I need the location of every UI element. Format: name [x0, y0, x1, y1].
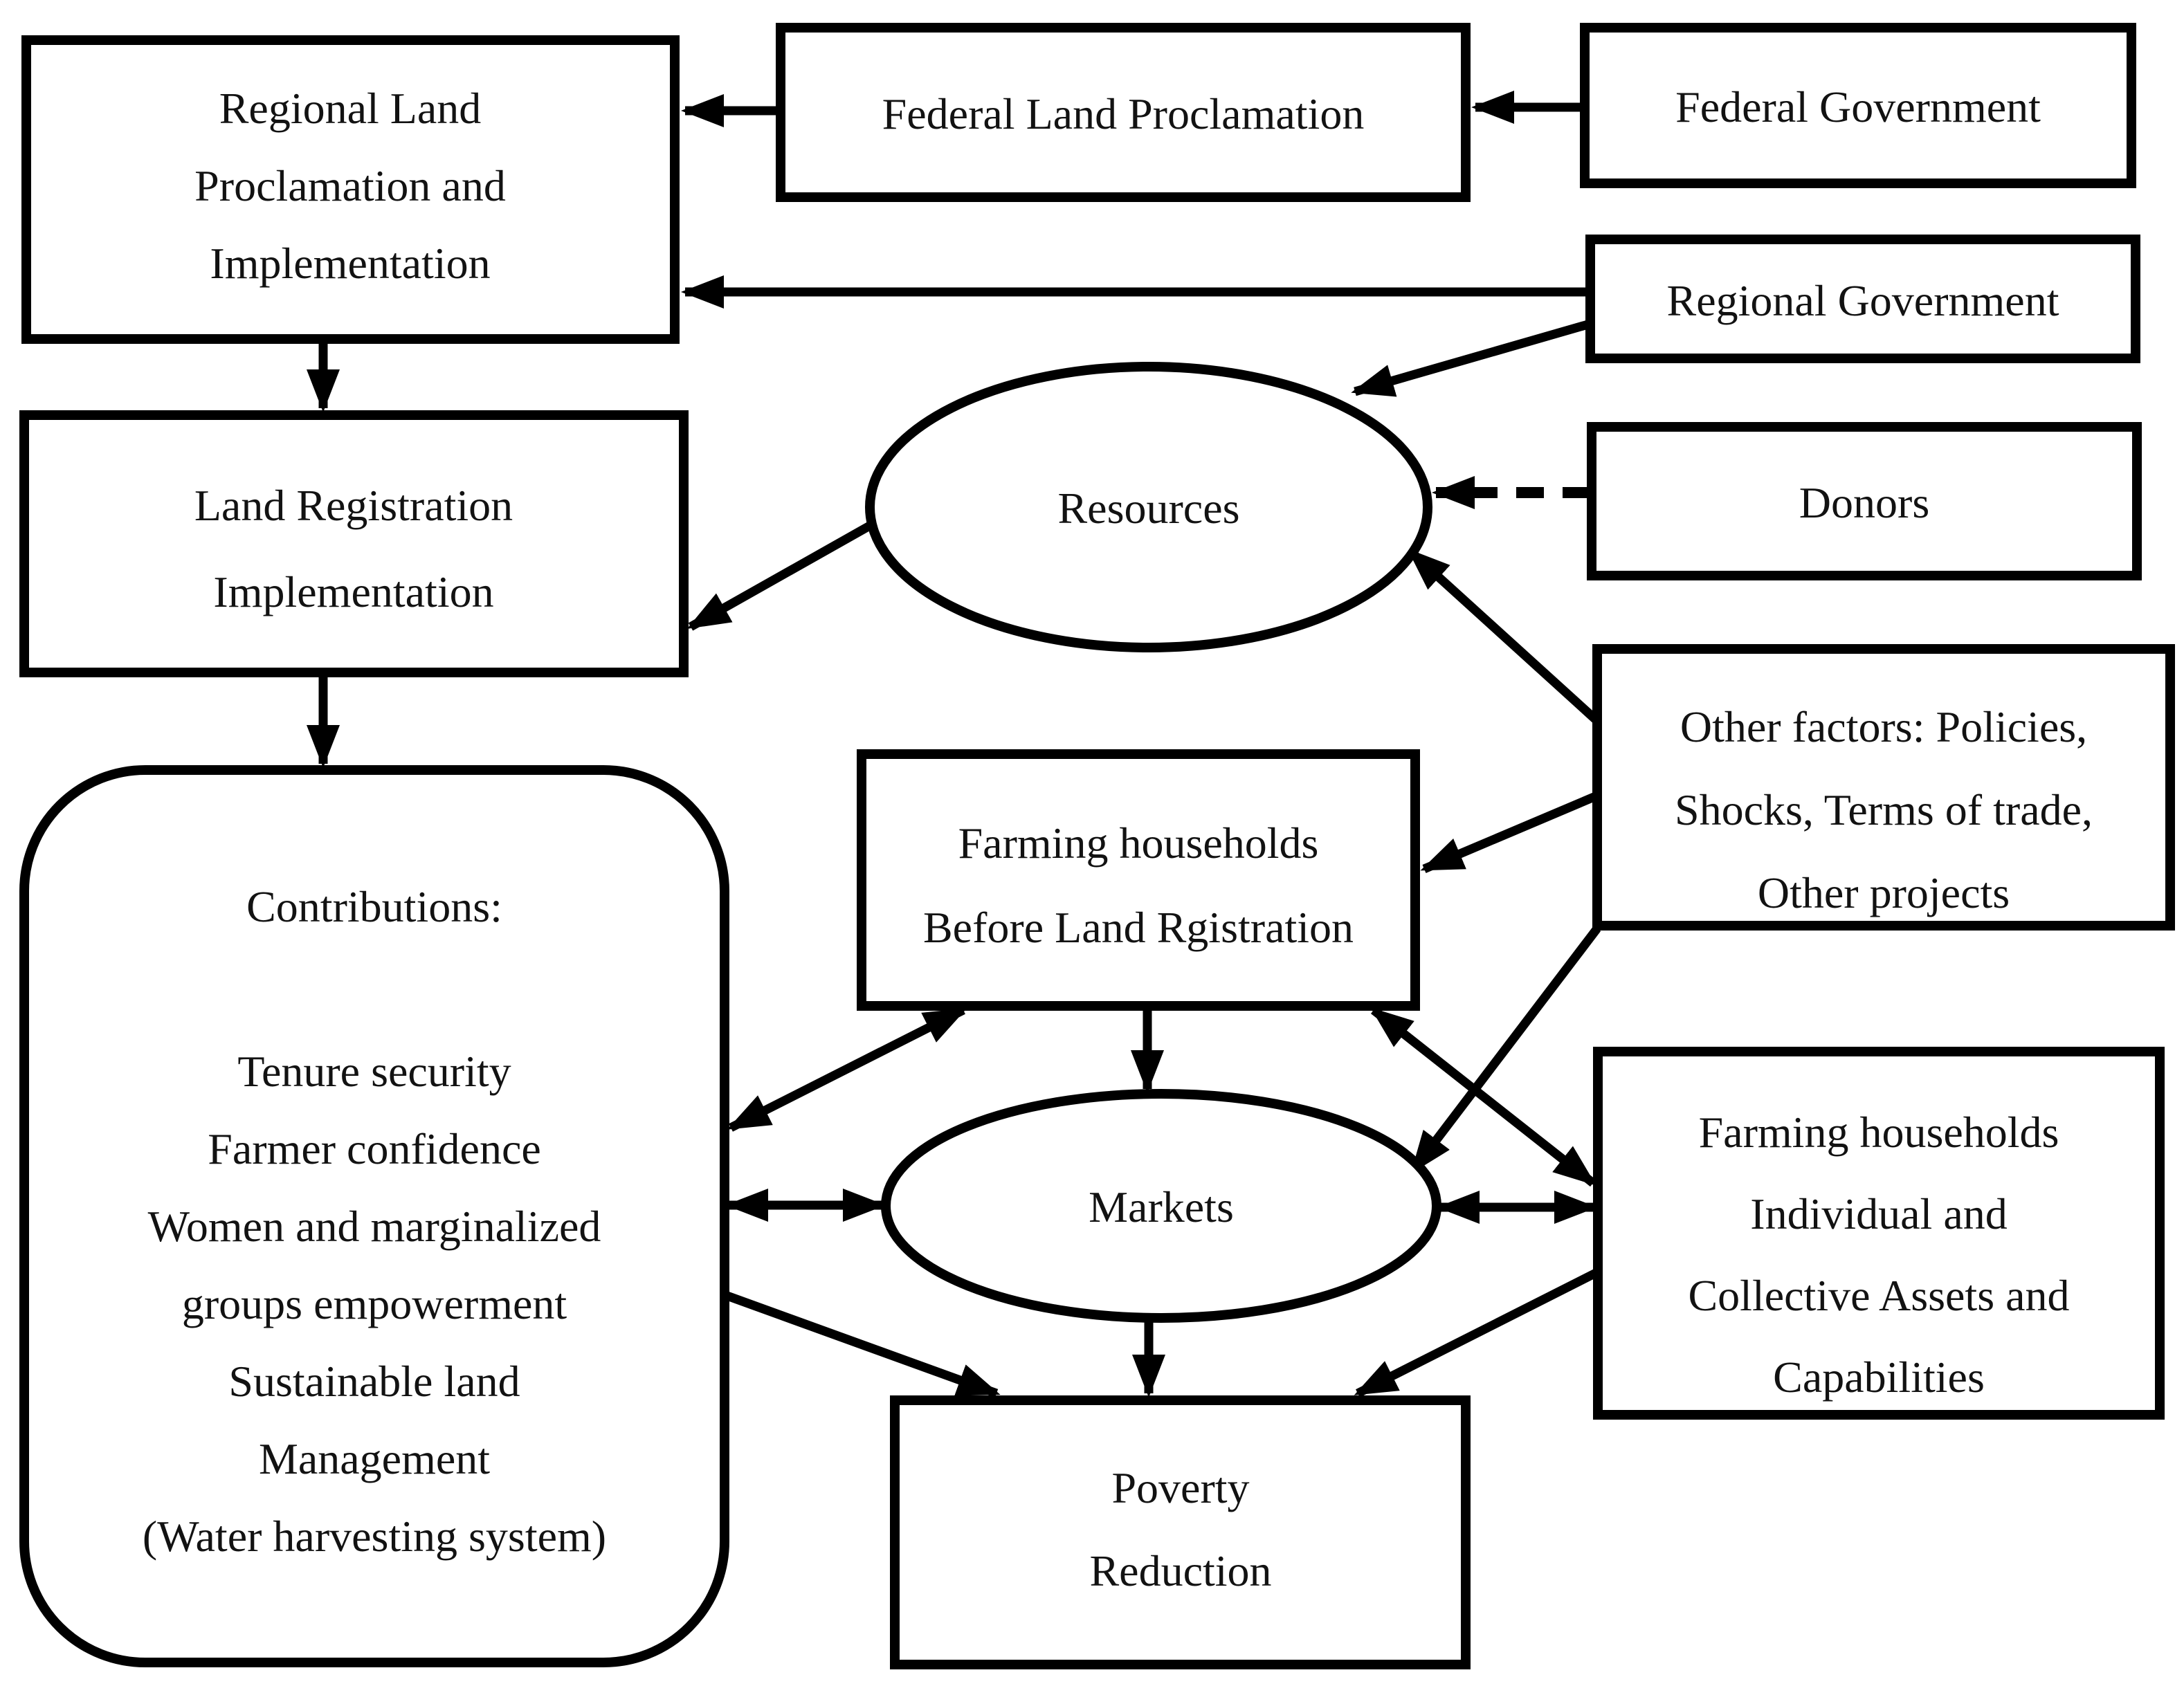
arrow-contributions-households-before [727, 1006, 967, 1132]
regional-land-proclamation-box [21, 35, 680, 344]
regional-government-box [1585, 235, 2140, 363]
households-individual-label: Individual and [1750, 1189, 2007, 1238]
node-federal-land-proclamation: Federal Land Proclamation [776, 23, 1471, 202]
node-donors: Donors [1587, 422, 2142, 580]
poverty-reduction-label: Poverty [1111, 1463, 1249, 1512]
regional-land-proclamation-label: Implementation [210, 239, 490, 288]
node-regional-land-proclamation: Regional Land Proclamation and Implement… [21, 35, 680, 344]
other-factors-label: Shocks, Terms of trade, [1675, 785, 2093, 834]
federal-government-box [1580, 23, 2136, 188]
arrow-resources-to-land-registration [686, 520, 876, 631]
households-individual-box [1593, 1047, 2165, 1420]
contributions-item: Management [259, 1434, 490, 1483]
arrow-other-factors-to-households-before [1420, 791, 1599, 873]
contributions-item: Tenure security [237, 1047, 511, 1096]
federal-government-label: Federal Government [1675, 82, 2041, 131]
contributions-item: (Water harvesting system) [143, 1512, 606, 1561]
arrow-households-before-households-individual [1370, 1006, 1596, 1187]
land-registration-label: Implementation [213, 567, 493, 616]
contributions-title: Contributions: [246, 882, 502, 931]
households-before-label: Farming households [958, 818, 1319, 868]
donors-box [1587, 422, 2142, 580]
markets-ellipse [881, 1089, 1441, 1323]
households-individual-label: Collective Assets and [1688, 1271, 2069, 1320]
federal-land-proclamation-box [776, 23, 1471, 202]
households-before-box [857, 749, 1420, 1011]
land-registration-box [19, 410, 689, 677]
donors-label: Donors [1799, 478, 1929, 527]
node-markets: Markets [881, 1089, 1441, 1323]
regional-land-proclamation-label: Regional Land [219, 84, 482, 133]
households-individual-label: Capabilities [1773, 1353, 1985, 1402]
node-federal-government: Federal Government [1580, 23, 2136, 188]
households-individual-label: Farming households [1699, 1108, 2059, 1157]
node-contributions: Contributions: Tenure security Farmer co… [19, 765, 729, 1667]
other-factors-label: Other projects [1758, 868, 2010, 917]
poverty-reduction-label: Reduction [1089, 1546, 1271, 1595]
node-other-factors: Other factors: Policies, Shocks, Terms o… [1592, 644, 2175, 931]
resources-ellipse [865, 362, 1432, 652]
markets-label: Markets [1089, 1182, 1234, 1231]
other-factors-box [1592, 644, 2175, 931]
arrow-households-individual-to-poverty-reduction [1354, 1269, 1598, 1398]
contributions-item: Farmer confidence [208, 1124, 541, 1173]
arrow-other-factors-to-resources [1407, 548, 1601, 724]
node-land-registration: Land Registration Implementation [19, 410, 689, 677]
arrow-contributions-to-poverty-reduction [723, 1290, 1001, 1398]
households-before-label: Before Land Rgistration [923, 903, 1354, 952]
node-households-individual: Farming households Individual and Collec… [1593, 1047, 2165, 1420]
node-households-before: Farming households Before Land Rgistrati… [857, 749, 1420, 1011]
resources-label: Resources [1057, 484, 1239, 533]
other-factors-label: Other factors: Policies, [1680, 702, 2087, 751]
regional-land-proclamation-label: Proclamation and [194, 161, 506, 210]
land-registration-label: Land Registration [194, 481, 513, 530]
contributions-box [19, 765, 729, 1667]
arrow-other-factors-to-markets [1409, 926, 1601, 1174]
contributions-item: groups empowerment [182, 1279, 567, 1328]
regional-government-label: Regional Government [1667, 276, 2059, 325]
poverty-reduction-box [890, 1395, 1471, 1669]
edges-layer [307, 91, 1601, 1398]
node-regional-government: Regional Government [1585, 235, 2140, 363]
contributions-item: Women and marginalized [148, 1202, 601, 1251]
node-poverty-reduction: Poverty Reduction [890, 1395, 1471, 1669]
federal-land-proclamation-label: Federal Land Proclamation [882, 89, 1365, 138]
contributions-item: Sustainable land [228, 1357, 520, 1406]
node-resources: Resources [865, 362, 1432, 652]
arrow-regional-government-to-resources [1351, 319, 1592, 397]
